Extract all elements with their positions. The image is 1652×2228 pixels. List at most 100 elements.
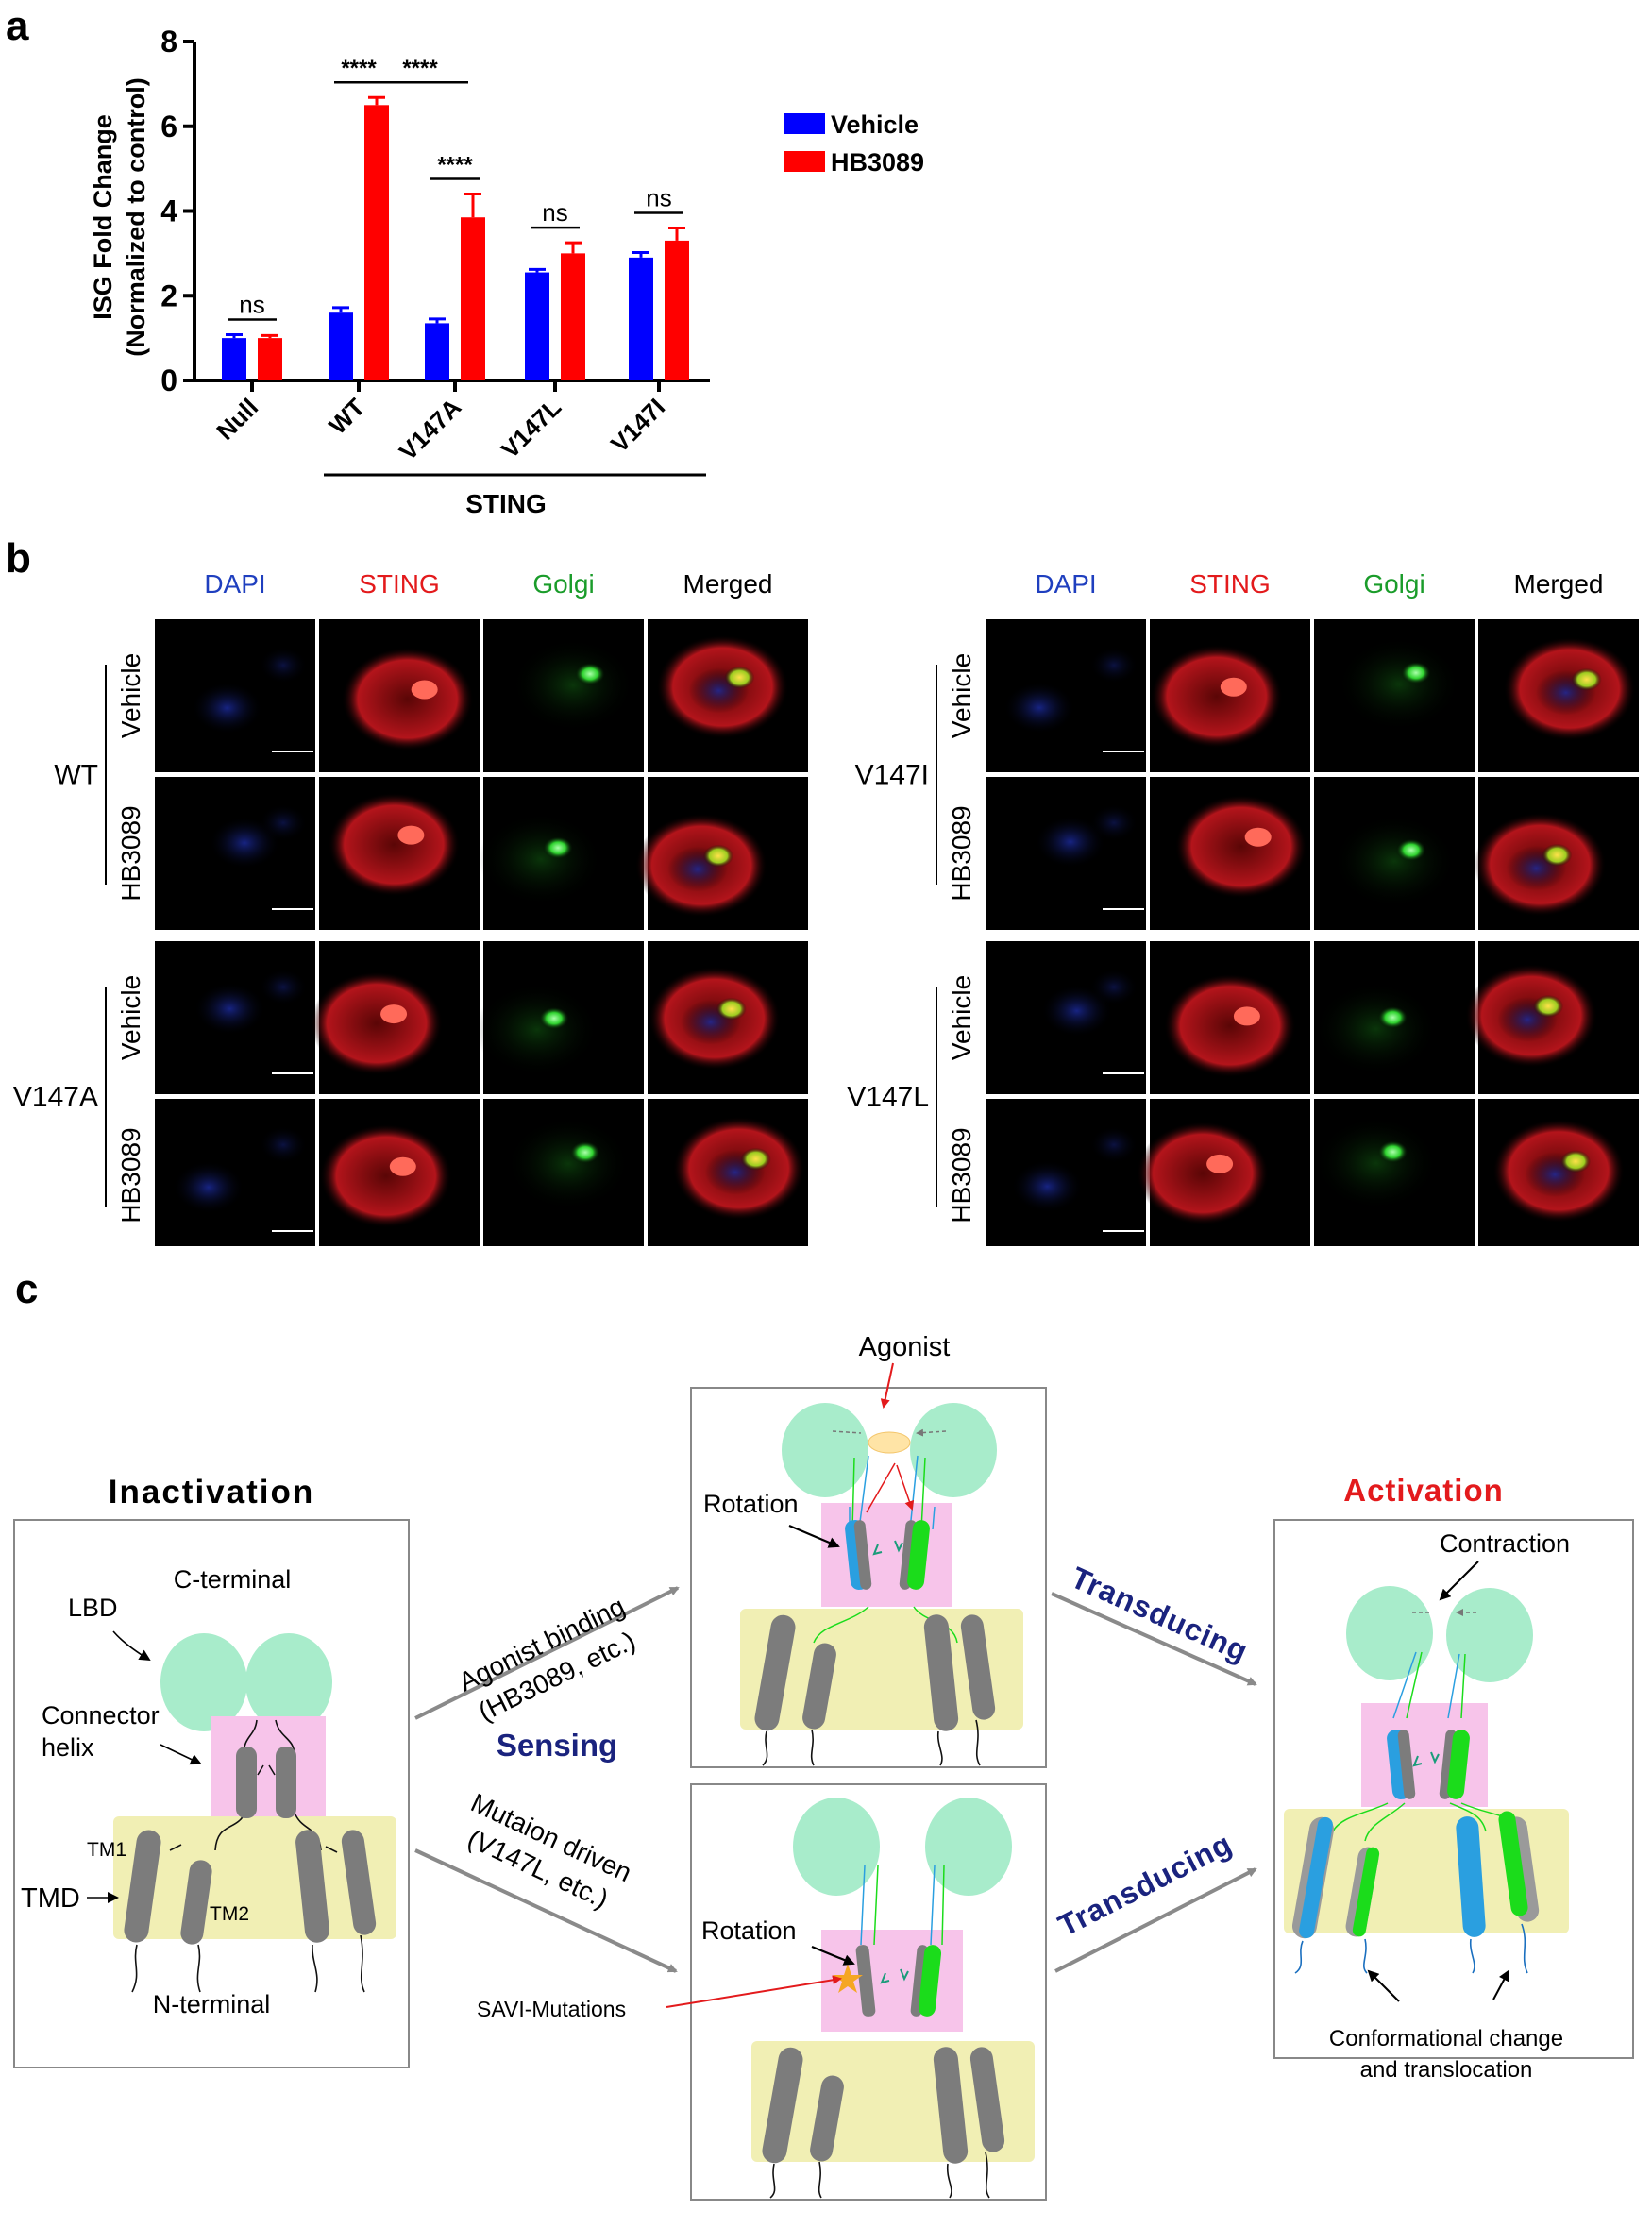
sting-spot xyxy=(1244,827,1272,847)
savi-pointer-arrow xyxy=(666,1975,842,2008)
agonist-contraction-arrows xyxy=(832,1431,947,1433)
tm1-label: TM1 xyxy=(87,1839,126,1861)
x-tick-label: V147L xyxy=(496,393,566,464)
sting-cell xyxy=(341,647,474,751)
sting-cell xyxy=(328,792,461,897)
dapi-nucleus xyxy=(191,681,263,734)
connector-helix-box xyxy=(211,1716,326,1818)
activation-linkers-blue xyxy=(1392,1651,1460,1719)
bar-hb3089-v147i xyxy=(665,240,689,380)
agonist-lbd-right xyxy=(910,1403,997,1497)
conformational-arrow-left xyxy=(1367,1969,1400,2002)
y-tick-label: 2 xyxy=(160,278,177,312)
row-label-hb3089: HB3089 xyxy=(947,805,976,901)
agonist-linkers-blue xyxy=(849,1455,936,1530)
significance-label: **** xyxy=(402,56,438,81)
agonist-tm-helices xyxy=(754,1614,996,1766)
tmd-label: TMD xyxy=(21,1883,80,1914)
sensing-label: Sensing xyxy=(497,1728,617,1763)
x-tick-label: Null xyxy=(211,393,263,446)
agonist-red-arrows xyxy=(866,1462,912,1512)
merged-golgi xyxy=(1533,994,1564,1018)
activation-lbd-left xyxy=(1346,1586,1433,1680)
rotation-label-bottom: Rotation xyxy=(701,1916,797,1945)
bar-vehicle-wt xyxy=(329,312,353,380)
mutation-arrow xyxy=(414,1848,678,1973)
y-axis-label-line2: (Normalized to control) xyxy=(122,77,150,357)
golgi-spot xyxy=(1377,1140,1408,1164)
significance-label: ns xyxy=(239,291,264,319)
golgi-haze xyxy=(1331,814,1457,909)
panel-c-letter: c xyxy=(15,1266,38,1312)
bar-hb3089-null xyxy=(258,338,282,380)
sting-cell xyxy=(1174,794,1307,899)
panel-c-mechanism-diagram: c Inactivation C-terminal LBD Connector … xyxy=(13,1266,1634,2201)
transducing-arrow-top xyxy=(1051,1592,1257,1686)
y-tick-label: 6 xyxy=(160,110,177,143)
activation-connector-helices xyxy=(1387,1730,1470,1799)
linker-lines xyxy=(214,1719,322,1851)
significance-label: **** xyxy=(437,153,473,178)
legend-label-hb3089: HB3089 xyxy=(831,148,924,177)
panel-b-letter: b xyxy=(6,538,31,582)
savi-mutations-label: SAVI-Mutations xyxy=(477,1997,626,2021)
y-tick-label: 8 xyxy=(160,25,177,59)
row-label-hb3089: HB3089 xyxy=(116,805,145,901)
tm-helices-inactive xyxy=(124,1830,377,1993)
panel-a-letter: a xyxy=(6,3,29,49)
golgi-spot xyxy=(1400,661,1431,684)
merged-golgi xyxy=(1542,843,1573,867)
channel-header-merged: Merged xyxy=(1514,569,1604,599)
sting-spot xyxy=(389,1156,416,1176)
golgi-spot xyxy=(1395,838,1426,862)
rotation-label-top: Rotation xyxy=(703,1490,799,1518)
lbd-label: LBD xyxy=(68,1594,118,1622)
sting-spot xyxy=(1220,677,1247,697)
connector-helix-left xyxy=(236,1747,257,1818)
merged-golgi xyxy=(716,997,747,1021)
dapi-nucleus xyxy=(1011,1159,1084,1213)
genotype-label: V147I xyxy=(855,760,929,791)
sting-spot xyxy=(1233,1006,1260,1026)
golgi-spot xyxy=(538,1006,569,1030)
legend-swatch-hb3089 xyxy=(784,151,825,172)
golgi-haze xyxy=(511,637,636,733)
genotype-label: V147L xyxy=(847,1082,929,1113)
x-tick-label: V147I xyxy=(605,393,670,458)
golgi-spot xyxy=(569,1140,600,1164)
significance-label: ns xyxy=(542,198,567,227)
dapi-nucleus xyxy=(1003,681,1075,734)
channel-header-dapi: DAPI xyxy=(1035,569,1096,599)
mutation-linkers-green xyxy=(873,1865,945,1946)
merged-golgi xyxy=(702,844,733,868)
dapi-nucleus xyxy=(194,982,266,1036)
y-tick-label: 0 xyxy=(160,363,177,397)
dapi-nucleus xyxy=(172,1160,244,1214)
lbd-lobe-right xyxy=(245,1633,332,1731)
sting-cell xyxy=(1150,644,1283,749)
golgi-haze xyxy=(479,812,604,907)
sting-spot xyxy=(380,1004,408,1024)
significance-label: ns xyxy=(646,183,671,211)
y-tick-label: 4 xyxy=(160,194,177,228)
genotype-label: V147A xyxy=(13,1082,98,1113)
golgi-spot xyxy=(1377,1005,1408,1029)
sting-cell xyxy=(1163,973,1296,1078)
channel-header-sting: STING xyxy=(1189,569,1271,599)
activation-linkers-green xyxy=(1406,1651,1466,1719)
savi-mutation-star-icon xyxy=(833,1964,863,1993)
transducing-arrow-bottom xyxy=(1054,1867,1257,1973)
channel-header-golgi: Golgi xyxy=(1363,569,1424,599)
dapi-nucleus xyxy=(1089,968,1138,1006)
bar-vehicle-v147l xyxy=(525,272,549,380)
contraction-arrow xyxy=(1439,1561,1479,1601)
golgi-haze xyxy=(505,1116,631,1211)
activation-title: Activation xyxy=(1343,1473,1504,1508)
agonist-label: Agonist xyxy=(859,1332,951,1362)
row-label-hb3089: HB3089 xyxy=(116,1127,145,1223)
tm2-label: TM2 xyxy=(210,1903,249,1925)
connector-sidechains xyxy=(257,1764,276,1776)
rotation-arrow-top xyxy=(788,1524,840,1548)
bar-vehicle-null xyxy=(222,338,246,380)
